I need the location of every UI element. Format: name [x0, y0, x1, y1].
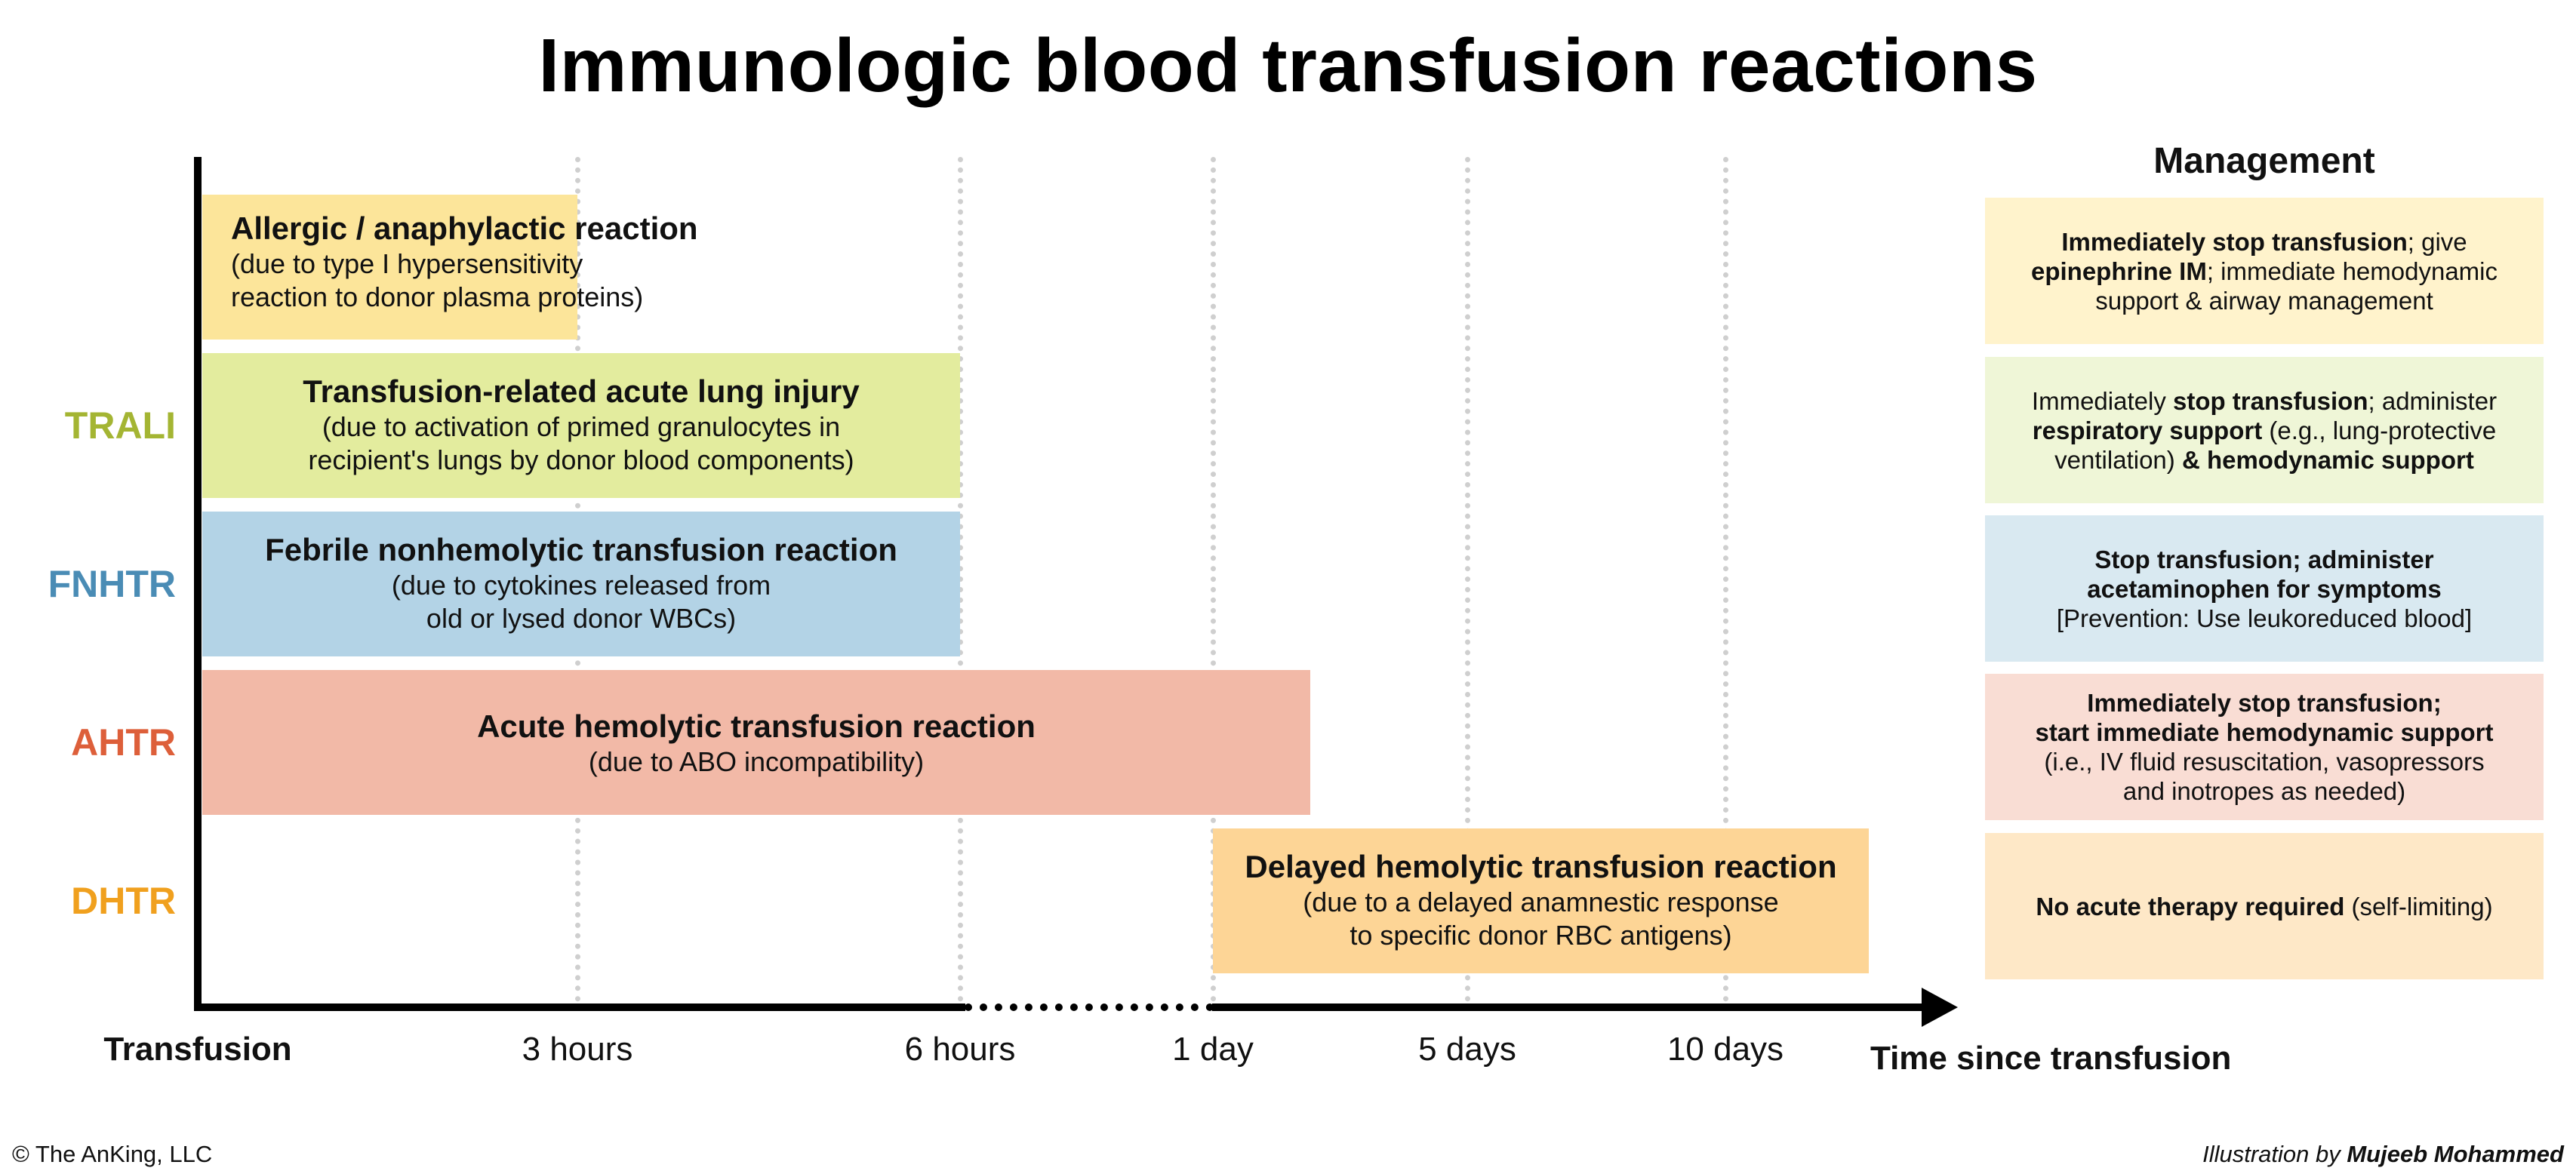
reaction-cause-line: (due to type I hypersensitivity [231, 248, 583, 279]
reaction-bar [202, 353, 960, 498]
management-line: respiratory support (e.g., lung-protecti… [2033, 416, 2496, 445]
reaction-cause-line: (due to a delayed anamnestic response [1303, 887, 1779, 917]
gridline-4 [1465, 157, 1470, 1002]
management-title: Management [2153, 141, 2375, 181]
management-line: Immediately stop transfusion; administer [2032, 386, 2497, 416]
reaction-bar [202, 512, 960, 656]
management-text: ; administer [2368, 386, 2498, 415]
management-text: Immediately [2031, 386, 2173, 415]
management-text: ; give [2407, 227, 2467, 256]
reaction-cause-line: old or lysed donor WBCs) [426, 603, 737, 634]
reaction-label: Febrile nonhemolytic transfusion reactio… [202, 531, 960, 635]
management-line: Immediately stop transfusion; give [2061, 227, 2467, 257]
management-text: ventilation) [2054, 445, 2182, 474]
reaction-label: Allergic / anaphylactic reaction(due to … [231, 210, 880, 314]
management-line: [Prevention: Use leukoreduced blood] [2057, 604, 2472, 633]
reaction-name: Delayed hemolytic transfusion reaction [1245, 849, 1837, 884]
x-tick-label: 3 hours [522, 1031, 633, 1068]
reaction-cause-line: (due to activation of primed granulocyte… [322, 411, 841, 442]
management-text-bold: Stop transfusion; administer [2094, 545, 2434, 573]
management-text-bold: No acute therapy required [2036, 892, 2345, 921]
reaction-label: Acute hemolytic transfusion reaction(due… [202, 708, 1310, 779]
x-axis-line-early [194, 1003, 965, 1011]
reaction-name: Allergic / anaphylactic reaction [231, 211, 698, 246]
management-box: Immediately stop transfusion; administer… [1985, 357, 2544, 503]
gridline-3 [1211, 157, 1216, 1002]
credit-prefix: Illustration by [2202, 1141, 2347, 1167]
management-line: No acute therapy required (self-limiting… [2036, 892, 2492, 921]
reaction-bar [202, 670, 1310, 815]
illustration-credit: Illustration by Mujeeb Mohammed [2202, 1141, 2564, 1168]
management-line: start immediate hemodynamic support [2036, 718, 2494, 747]
x-axis-line-late [1212, 1003, 1925, 1011]
management-text-bold: acetaminophen for symptoms [2087, 574, 2442, 603]
management-text-bold: respiratory support [2032, 416, 2263, 444]
reaction-bar [202, 195, 577, 340]
management-text-bold: start immediate hemodynamic support [2035, 718, 2494, 746]
management-text-bold: stop transfusion [2172, 386, 2368, 415]
management-line: support & airway management [2095, 286, 2433, 315]
management-text-bold: epinephrine IM [2030, 257, 2207, 285]
management-line: acetaminophen for symptoms [2087, 574, 2441, 604]
management-text-bold: & hemodynamic support [2181, 445, 2474, 474]
management-text: ; immediate hemodynamic [2206, 257, 2498, 285]
x-tick-label: 10 days [1667, 1031, 1784, 1068]
reaction-abbreviation: TRALI [64, 404, 176, 447]
copyright-note: © The AnKing, LLC [12, 1141, 213, 1167]
management-line: ventilation) & hemodynamic support [2054, 445, 2474, 475]
management-box: No acute therapy required (self-limiting… [1985, 833, 2544, 979]
reaction-abbreviation: FNHTR [48, 563, 176, 605]
management-text: (e.g., lung-protective [2262, 416, 2497, 444]
reaction-cause-line: (due to cytokines released from [391, 570, 771, 601]
management-line: epinephrine IM; immediate hemodynamic [2031, 257, 2498, 286]
management-box: Immediately stop transfusion;start immed… [1985, 674, 2544, 820]
credit-name: Mujeeb Mohammed [2347, 1141, 2564, 1167]
reaction-cause-line: reaction to donor plasma proteins) [231, 281, 644, 312]
management-text: [Prevention: Use leukoreduced blood] [2056, 604, 2473, 632]
reaction-name: Febrile nonhemolytic transfusion reactio… [265, 532, 897, 567]
management-text: and inotropes as needed) [2122, 777, 2406, 805]
x-tick-label: 1 day [1172, 1031, 1254, 1068]
reaction-label: Transfusion-related acute lung injury(du… [202, 373, 960, 477]
x-axis-arrow-head [1922, 988, 1958, 1027]
diagram-title: Immunologic blood transfusion reactions [538, 23, 2038, 108]
x-axis-break-dots [965, 1003, 1214, 1011]
reaction-abbreviation: AHTR [71, 721, 176, 764]
reaction-cause-line: (due to ABO incompatibility) [588, 746, 925, 777]
management-text: (i.e., IV fluid resuscitation, vasopress… [2044, 748, 2485, 776]
reaction-cause-line: to specific donor RBC antigens) [1350, 920, 1732, 951]
management-text-bold: Immediately stop transfusion [2061, 227, 2408, 256]
reaction-label: Delayed hemolytic transfusion reaction(d… [1213, 848, 1869, 952]
reaction-abbreviation: DHTR [71, 880, 176, 922]
reaction-cause-line: recipient's lungs by donor blood compone… [308, 444, 854, 475]
x-tick-label: 6 hours [904, 1031, 1016, 1068]
gridline-2 [958, 157, 963, 1002]
management-text: (self-limiting) [2344, 892, 2493, 921]
management-line: (i.e., IV fluid resuscitation, vasopress… [2044, 747, 2484, 776]
management-line: Stop transfusion; administer [2094, 545, 2433, 574]
management-text: support & airway management [2095, 286, 2433, 315]
x-tick-label: 5 days [1418, 1031, 1516, 1068]
x-tick-label: Transfusion [103, 1031, 292, 1068]
reaction-name: Transfusion-related acute lung injury [303, 373, 860, 409]
x-axis-title: Time since transfusion [1870, 1040, 2232, 1077]
management-line: and inotropes as needed) [2123, 776, 2405, 806]
y-axis-line [194, 157, 202, 1008]
management-line: Immediately stop transfusion; [2087, 688, 2441, 718]
reaction-name: Acute hemolytic transfusion reaction [477, 708, 1036, 744]
management-text-bold: Immediately stop transfusion; [2087, 689, 2442, 717]
gridline-5 [1723, 157, 1728, 1002]
reaction-bar [1213, 828, 1869, 973]
